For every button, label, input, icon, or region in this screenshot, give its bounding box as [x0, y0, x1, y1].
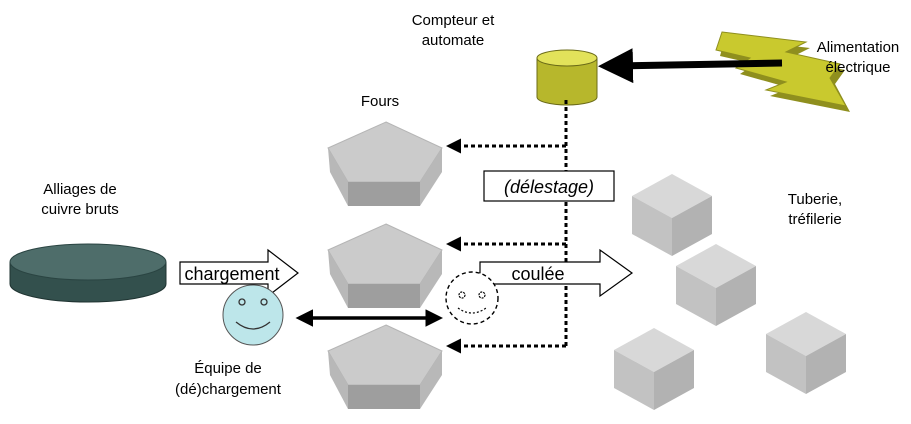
furnace-3	[327, 324, 443, 409]
mill-block-1	[632, 174, 712, 256]
loading-arrow: chargement	[179, 248, 299, 298]
raw-alloys-label-line2: cuivre bruts	[41, 201, 119, 218]
crew-label-line1: Équipe de	[194, 360, 262, 377]
furnace-1	[327, 121, 443, 206]
casting-arrow: coulée	[479, 248, 634, 298]
furnaces-label: Fours	[361, 93, 399, 110]
raw-alloys-label-line1: Alliages de	[43, 181, 116, 198]
controller-label-line2: automate	[422, 32, 485, 49]
loading-arrow-label: chargement	[184, 264, 279, 284]
furnace-2	[327, 223, 443, 308]
crew-face-icon	[222, 284, 284, 346]
tube-mill-label-line1: Tuberie,	[788, 191, 842, 208]
casting-arrow-label: coulée	[511, 264, 564, 284]
raw-alloy-disk-icon	[9, 243, 167, 303]
load-shedding-label: (délestage)	[504, 177, 594, 197]
crew-label-line2: (dé)chargement	[175, 381, 282, 398]
controller-icon	[536, 49, 598, 106]
power-arrow	[598, 48, 783, 84]
load-shedding-box: (délestage)	[483, 170, 615, 202]
mill-block-4	[766, 312, 846, 394]
controller-label-line1: Compteur et	[412, 12, 495, 29]
power-label-line2: électrique	[825, 59, 890, 76]
power-label-line1: Alimentation	[817, 39, 900, 56]
mill-block-3	[614, 328, 694, 410]
operator-face-icon	[445, 271, 499, 325]
mill-block-2	[676, 244, 756, 326]
power-supply-icon	[715, 31, 850, 112]
tube-mill-label-line2: tréfilerie	[788, 211, 841, 228]
